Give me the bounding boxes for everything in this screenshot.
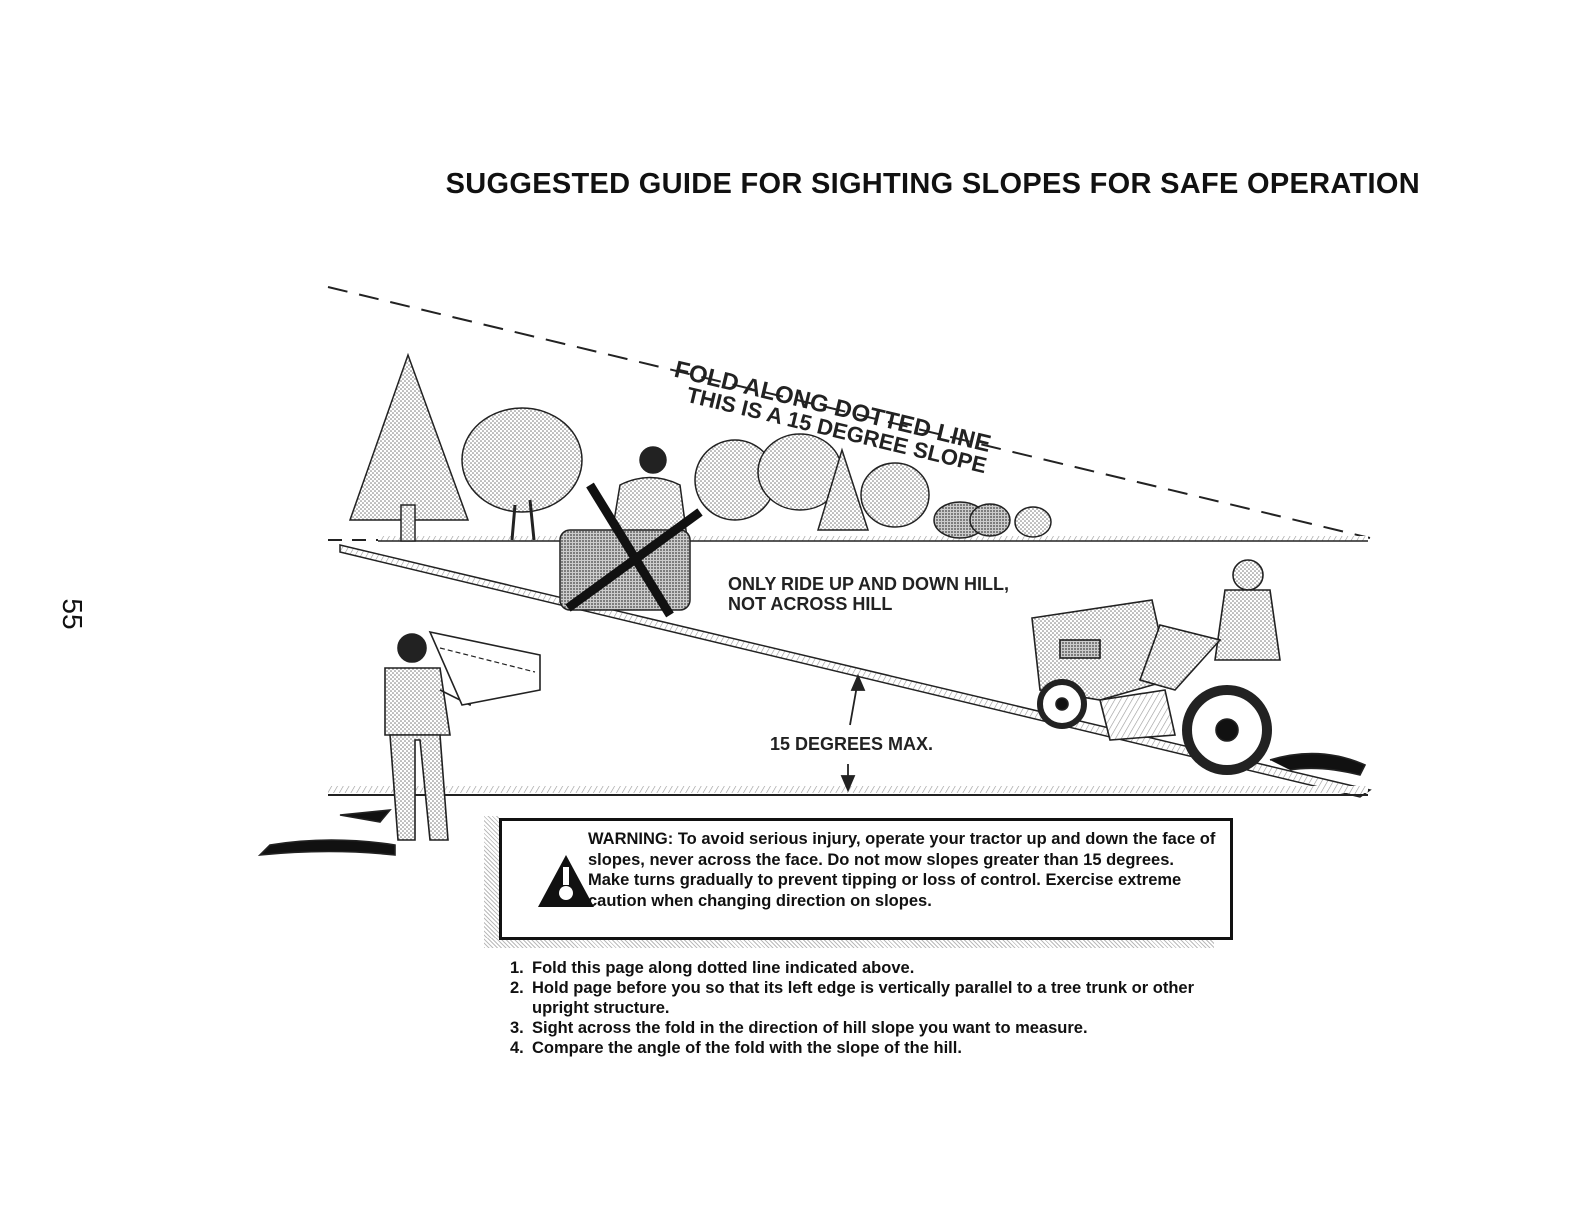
instruction-number: 1. xyxy=(510,959,524,977)
instruction-item: 3. Sight across the fold in the directio… xyxy=(510,1018,1270,1038)
warning-text: WARNING: To avoid serious injury, operat… xyxy=(588,830,1216,910)
warning-box: WARNING: To avoid serious injury, operat… xyxy=(499,818,1233,940)
instruction-item: 1. Fold this page along dotted line indi… xyxy=(510,958,1270,978)
instruction-item: 2. Hold page before you so that its left… xyxy=(510,978,1270,1018)
person-sighting xyxy=(257,630,541,857)
warning-triangle-icon xyxy=(538,855,594,907)
warning-shadow-bottom xyxy=(484,938,1214,948)
angle-arrows xyxy=(840,673,866,793)
instruction-number: 4. xyxy=(510,1039,524,1057)
tractor-up-hill xyxy=(1031,559,1367,776)
ride-note: ONLY RIDE UP AND DOWN HILL, NOT ACROSS H… xyxy=(728,574,1009,614)
instruction-item: 4. Compare the angle of the fold with th… xyxy=(510,1038,1270,1058)
instruction-text: Fold this page along dotted line indicat… xyxy=(532,959,915,977)
tree-group xyxy=(348,352,1052,542)
instruction-number: 3. xyxy=(510,1019,524,1037)
page-title: SUGGESTED GUIDE FOR SIGHTING SLOPES FOR … xyxy=(445,168,1420,200)
instruction-number: 2. xyxy=(510,979,524,997)
ride-note-line1: ONLY RIDE UP AND DOWN HILL, xyxy=(728,574,1010,594)
max-angle-label: 15 DEGREES MAX. xyxy=(770,734,934,754)
warning-shadow-left xyxy=(484,816,500,940)
tractor-across-hill xyxy=(559,446,703,618)
fold-dotted-line xyxy=(327,286,1371,539)
instruction-list: 1. Fold this page along dotted line indi… xyxy=(510,958,1270,1058)
instruction-text: Hold page before you so that its left ed… xyxy=(532,979,1194,1017)
instruction-text: Sight across the fold in the direction o… xyxy=(532,1019,1088,1037)
instruction-text: Compare the angle of the fold with the s… xyxy=(532,1039,962,1057)
ride-note-line2: NOT ACROSS HILL xyxy=(728,594,893,614)
